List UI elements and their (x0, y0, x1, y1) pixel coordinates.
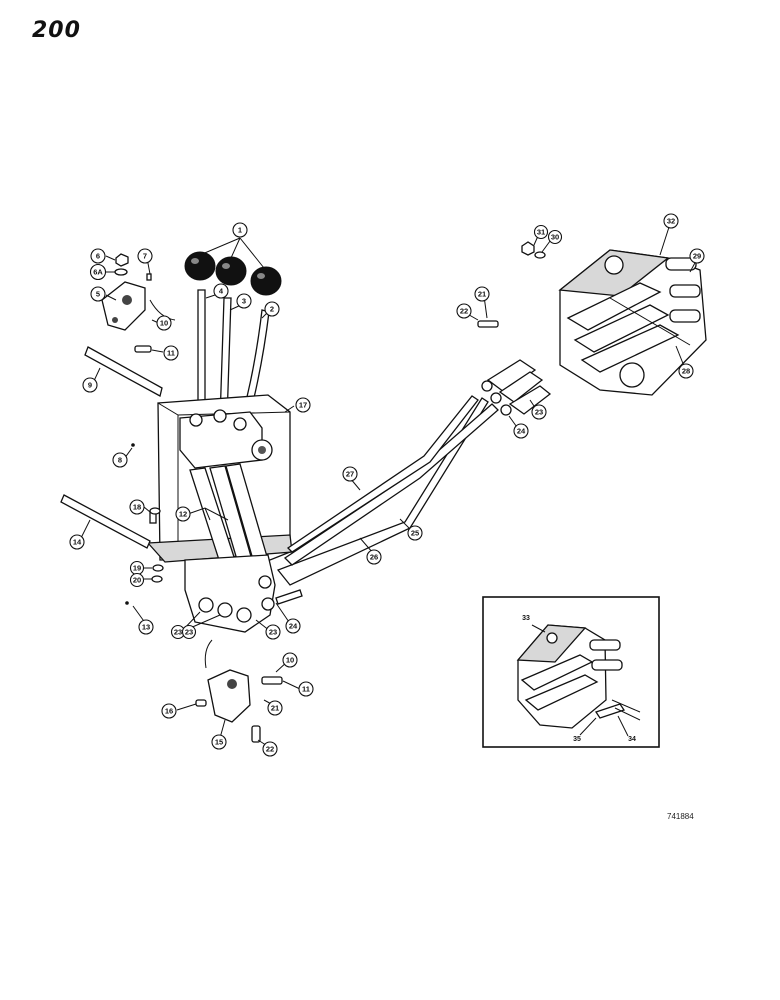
svg-text:3: 3 (242, 297, 246, 306)
callout-26: 26 (366, 549, 382, 565)
svg-text:16: 16 (165, 707, 173, 716)
callout-21-valve: 21 (474, 286, 490, 302)
small-hardware (125, 443, 164, 605)
callout-13: 13 (138, 619, 154, 635)
page-number: 200 (32, 18, 81, 43)
svg-text:28: 28 (682, 367, 690, 376)
callout-27: 27 (342, 466, 358, 482)
callout-12: 12 (175, 506, 191, 522)
callout-4: 4 (213, 283, 229, 299)
callout-6a: 6A (89, 263, 107, 281)
svg-text:5: 5 (96, 290, 100, 299)
shaft-9 (84, 346, 163, 397)
callout-22-lower: 22 (262, 741, 278, 757)
svg-text:15: 15 (215, 738, 223, 747)
callout-21-lower: 21 (267, 700, 283, 716)
callout-25: 25 (407, 525, 423, 541)
svg-text:22: 22 (460, 307, 468, 316)
callout-16: 16 (161, 703, 177, 719)
svg-text:25: 25 (411, 529, 419, 538)
lower-bracket (184, 554, 276, 633)
svg-text:32: 32 (667, 217, 675, 226)
callout-11-upper: 11 (163, 345, 179, 361)
callout-23-valve: 23 (531, 404, 547, 420)
callout-1: 1 (232, 222, 248, 238)
callout-8: 8 (112, 452, 128, 468)
callout-24-valve: 24 (513, 423, 529, 439)
callout-29: 29 (689, 248, 705, 264)
svg-text:6: 6 (96, 252, 100, 261)
svg-text:27: 27 (346, 470, 354, 479)
callout-15: 15 (211, 734, 227, 750)
svg-text:22: 22 (266, 745, 274, 754)
svg-text:24: 24 (289, 622, 298, 631)
callout-2: 2 (264, 301, 280, 317)
callout-32: 32 (663, 213, 679, 229)
svg-text:6A: 6A (93, 268, 103, 277)
svg-text:8: 8 (118, 456, 122, 465)
svg-text:1: 1 (238, 226, 242, 235)
callout-22-valve: 22 (456, 303, 472, 319)
callout-14: 14 (69, 534, 85, 550)
callout-10-upper: 10 (156, 315, 172, 331)
svg-text:17: 17 (299, 401, 307, 410)
svg-text:2: 2 (270, 305, 274, 314)
svg-text:10: 10 (286, 656, 294, 665)
svg-text:30: 30 (551, 233, 559, 242)
svg-text:13: 13 (142, 623, 150, 632)
callout-7: 7 (137, 248, 153, 264)
shaft-14 (60, 494, 151, 549)
inset-label-35: 35 (573, 736, 581, 743)
callout-3: 3 (236, 293, 252, 309)
lever-linkage (179, 409, 273, 564)
callout-28: 28 (678, 363, 694, 379)
upper-bracket (101, 253, 176, 353)
rod-ends (477, 320, 552, 416)
callout-20: 20 (129, 572, 145, 588)
svg-text:20: 20 (133, 576, 141, 585)
inset-label-34: 34 (628, 736, 636, 743)
svg-text:12: 12 (179, 510, 187, 519)
callout-17: 17 (295, 397, 311, 413)
callout-9: 9 (82, 377, 98, 393)
svg-text:11: 11 (167, 349, 175, 358)
lower-pivot-bracket (195, 639, 283, 743)
svg-text:23: 23 (174, 628, 182, 637)
svg-text:23: 23 (535, 408, 543, 417)
inset-diagram: 33 35 34 (482, 596, 660, 748)
svg-text:21: 21 (478, 290, 486, 299)
callout-10-lower: 10 (282, 652, 298, 668)
control-valve (521, 241, 707, 396)
svg-text:31: 31 (537, 228, 545, 237)
svg-text:14: 14 (73, 538, 82, 547)
svg-text:24: 24 (517, 427, 526, 436)
callout-5: 5 (90, 286, 106, 302)
callout-31: 31 (533, 224, 549, 240)
svg-text:21: 21 (271, 704, 279, 713)
figure-reference-number: 741884 (667, 812, 694, 821)
callout-24-housing: 24 (285, 618, 301, 634)
svg-text:18: 18 (133, 503, 141, 512)
callout-30: 30 (547, 229, 563, 245)
svg-text:23: 23 (185, 628, 193, 637)
svg-text:26: 26 (370, 553, 378, 562)
callout-18: 18 (129, 499, 145, 515)
svg-text:23: 23 (269, 628, 277, 637)
svg-text:10: 10 (160, 319, 168, 328)
callout-23-lower-right: 23 (181, 624, 197, 640)
svg-text:7: 7 (143, 252, 147, 261)
callout-6: 6 (90, 248, 106, 264)
svg-text:9: 9 (88, 381, 92, 390)
svg-text:19: 19 (133, 564, 141, 573)
svg-text:11: 11 (302, 685, 310, 694)
svg-text:4: 4 (219, 287, 224, 296)
callout-19: 19 (129, 560, 145, 576)
inset-label-33: 33 (522, 615, 530, 622)
callout-11-lower: 11 (298, 681, 314, 697)
control-rods (261, 395, 499, 611)
callout-23-housing: 23 (265, 624, 281, 640)
svg-text:29: 29 (693, 252, 701, 261)
lever-knobs (184, 251, 282, 296)
